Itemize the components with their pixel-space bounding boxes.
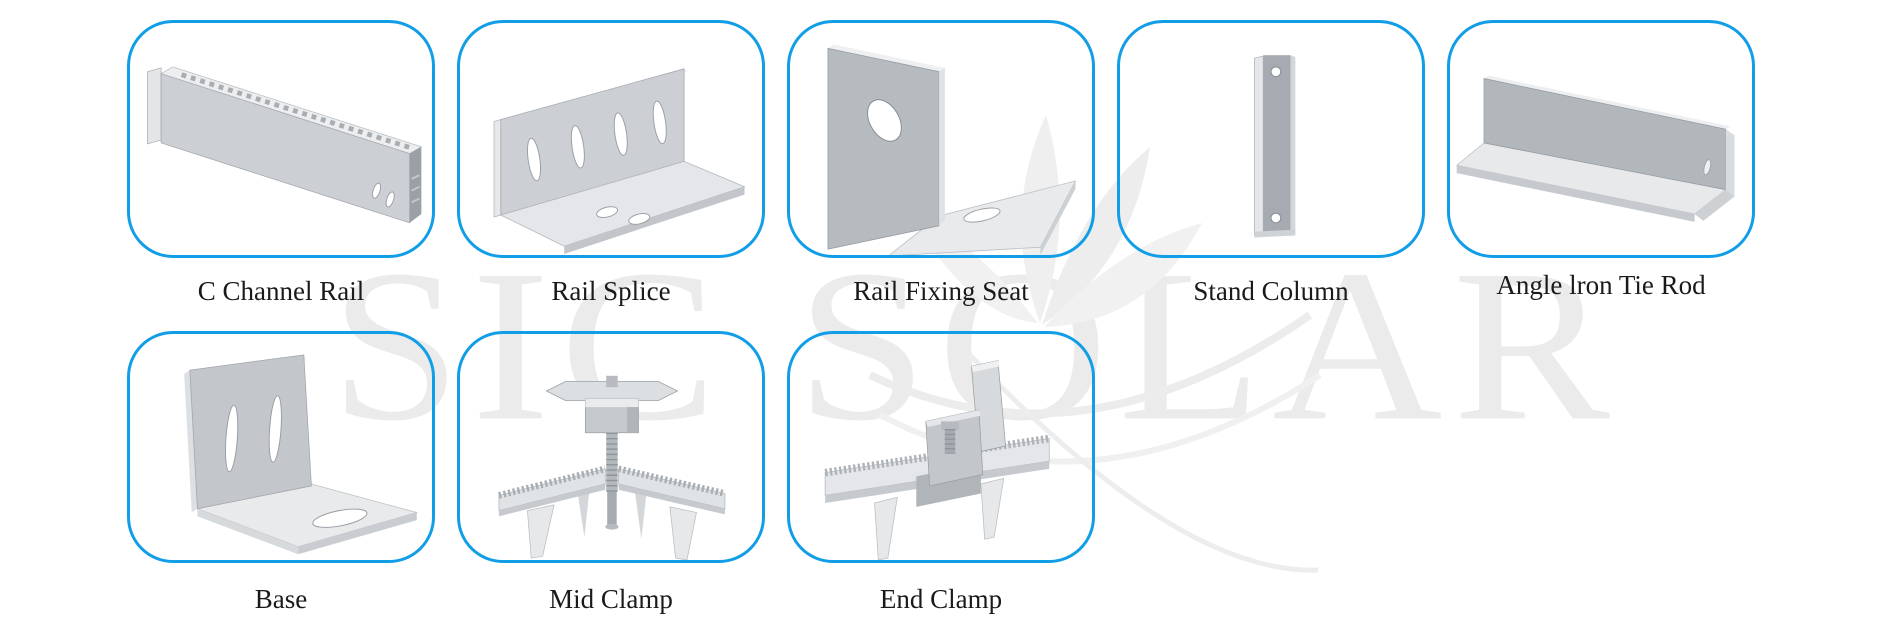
- card-mid-clamp: [457, 331, 765, 563]
- c-channel-rail-label: C Channel Rail: [197, 276, 365, 306]
- stand-column-label: Stand Column: [1193, 276, 1349, 306]
- card-stand-column: [1117, 20, 1425, 258]
- card-rail-splice: [457, 20, 765, 258]
- base-image: [184, 354, 419, 555]
- end-clamp-label: End Clamp: [879, 584, 1003, 614]
- c-channel-rail-image: [147, 66, 423, 224]
- card-end-clamp: [787, 331, 1095, 563]
- base-label: Base: [254, 584, 308, 614]
- angle-iron-tie-rod-label: Angle lron Tie Rod: [1496, 270, 1706, 300]
- angle-iron-tie-rod-image: [1455, 75, 1735, 222]
- mid-clamp-image: [498, 375, 726, 560]
- end-clamp-image: [824, 360, 1050, 560]
- card-angle-iron-tie-rod: [1447, 20, 1755, 258]
- card-c-channel-rail: [127, 20, 435, 258]
- stand-column-image: [1254, 55, 1296, 238]
- mid-clamp-label: Mid Clamp: [549, 584, 673, 614]
- rail-splice-image: [493, 68, 746, 255]
- rail-splice-label: Rail Splice: [551, 276, 671, 306]
- card-base: [127, 331, 435, 563]
- rail-fixing-seat-image: [827, 44, 1077, 255]
- card-rail-fixing-seat: [787, 20, 1095, 258]
- rail-fixing-seat-label: Rail Fixing Seat: [853, 276, 1029, 306]
